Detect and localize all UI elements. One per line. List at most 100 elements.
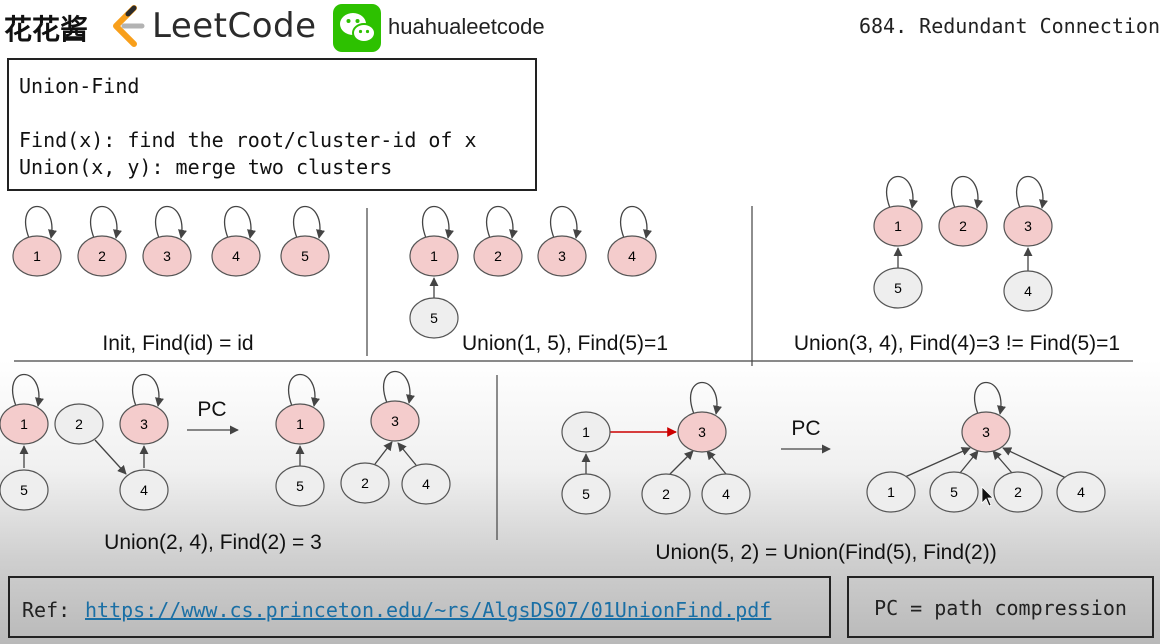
node-label: 1 xyxy=(887,484,895,500)
graph-node: 4 xyxy=(401,463,451,505)
node-label: 5 xyxy=(894,280,902,296)
panel-init: 1 2 3 4 5 Init, Find(id) = id xyxy=(12,205,330,355)
union-find-title: Union-Find xyxy=(19,74,140,98)
node-label: 5 xyxy=(20,482,28,498)
path-compression-note: PC = path compression xyxy=(847,576,1154,638)
graph-node: 5 xyxy=(409,297,459,339)
wechat-account-id: huahualeetcode xyxy=(388,14,545,39)
graph-node: 5 xyxy=(280,235,330,277)
graph-node: 3 xyxy=(142,235,192,277)
self-loop-edge xyxy=(1015,175,1048,209)
graph-node: 1 xyxy=(409,235,459,277)
node-label: 2 xyxy=(959,218,967,234)
reference-link[interactable]: https://www.cs.princeton.edu/~rs/AlgsDS0… xyxy=(85,598,772,622)
self-loop-edge xyxy=(11,373,44,407)
self-loop-edge xyxy=(131,373,164,407)
node-label: 4 xyxy=(1024,283,1032,299)
parent-edge xyxy=(374,441,393,465)
graph-node: 2 xyxy=(641,473,691,515)
graph-node: 4 xyxy=(211,235,261,277)
graph-node: 4 xyxy=(1003,270,1053,312)
panel-caption: Union(3, 4), Find(4)=3 != Find(5)=1 xyxy=(794,332,1120,355)
self-loop-edge xyxy=(885,175,918,209)
graph-node: 3 xyxy=(677,411,727,453)
node-label: 1 xyxy=(296,416,304,432)
graph-node: 2 xyxy=(473,235,523,277)
panel-caption: Init, Find(id) = id xyxy=(102,332,253,355)
reference-box: Ref: https://www.cs.princeton.edu/~rs/Al… xyxy=(8,576,831,638)
node-label: 5 xyxy=(950,484,958,500)
graph-node: 3 xyxy=(961,411,1011,453)
node-label: 4 xyxy=(232,248,240,264)
graph-node: 4 xyxy=(701,473,751,515)
leetcode-wordmark: LeetCode xyxy=(152,6,317,46)
self-loop-edge xyxy=(485,205,518,239)
pc-label: PC xyxy=(791,417,820,440)
union-find-definition-box: Union-Find Find(x): find the root/cluste… xyxy=(7,58,537,191)
node-label: 3 xyxy=(391,413,399,429)
self-loop-edge xyxy=(24,205,57,239)
self-loop-edge xyxy=(223,205,256,239)
graph-node: 4 xyxy=(119,469,169,511)
node-label: 5 xyxy=(301,248,309,264)
union-description: Union(x, y): merge two clusters xyxy=(19,155,393,179)
node-label: 2 xyxy=(1014,484,1022,500)
graph-node: 5 xyxy=(873,267,923,309)
parent-edge xyxy=(94,439,127,475)
reference-label: Ref: xyxy=(22,598,71,622)
panel-caption: Union(1, 5), Find(5)=1 xyxy=(462,332,668,355)
graph-node: 4 xyxy=(607,235,657,277)
node-label: 3 xyxy=(1024,218,1032,234)
node-label: 3 xyxy=(163,248,171,264)
node-label: 1 xyxy=(33,248,41,264)
node-label: 3 xyxy=(140,416,148,432)
self-loop-edge xyxy=(287,373,320,407)
header: 花花酱 LeetCode huahualeetcode 684. Redunda… xyxy=(0,0,1160,56)
parent-edge xyxy=(669,450,694,475)
node-label: 2 xyxy=(361,475,369,491)
graph-node: 5 xyxy=(0,469,49,511)
node-label: 4 xyxy=(140,482,148,498)
self-loop-edge xyxy=(382,370,415,404)
self-loop-edge xyxy=(973,381,1006,415)
graph-node: 3 xyxy=(370,400,420,442)
node-label: 5 xyxy=(582,486,590,502)
graph-node: 5 xyxy=(275,465,325,507)
graph-node: 1 xyxy=(561,411,611,453)
parent-edge xyxy=(959,450,979,474)
pc-label: PC xyxy=(197,398,226,421)
node-label: 1 xyxy=(894,218,902,234)
panel-caption: Union(2, 4), Find(2) = 3 xyxy=(104,531,322,554)
mouse-cursor-icon xyxy=(981,486,994,507)
node-label: 3 xyxy=(982,424,990,440)
graph-node: 1 xyxy=(12,235,62,277)
node-label: 1 xyxy=(20,416,28,432)
node-label: 4 xyxy=(1077,484,1085,500)
panel-union-3-4: 1 2 3 5 4 Union(3, 4), Find(4)=3 != Find… xyxy=(794,175,1120,355)
find-description: Find(x): find the root/cluster-id of x xyxy=(19,128,477,152)
node-label: 2 xyxy=(494,248,502,264)
graph-node: 5 xyxy=(561,473,611,515)
graph-node: 1 xyxy=(866,471,916,513)
wechat-icon xyxy=(333,4,381,52)
parent-edge xyxy=(706,450,727,475)
graph-node: 1 xyxy=(873,205,923,247)
self-loop-edge xyxy=(950,175,983,209)
graph-node: 2 xyxy=(938,205,988,247)
node-label: 2 xyxy=(75,416,83,432)
graph-node: 2 xyxy=(77,235,127,277)
leetcode-logo-icon xyxy=(113,5,145,47)
brand-chinese-name: 花花酱 xyxy=(4,13,89,46)
node-label: 5 xyxy=(296,478,304,494)
self-loop-edge xyxy=(549,205,582,239)
parent-edge xyxy=(397,442,417,466)
node-label: 5 xyxy=(430,310,438,326)
self-loop-edge xyxy=(689,381,722,415)
graph-node: 2 xyxy=(340,462,390,504)
parent-edge xyxy=(904,447,971,478)
node-label: 4 xyxy=(628,248,636,264)
graph-node: 1 xyxy=(0,403,49,445)
node-label: 1 xyxy=(430,248,438,264)
node-label: 3 xyxy=(558,248,566,264)
